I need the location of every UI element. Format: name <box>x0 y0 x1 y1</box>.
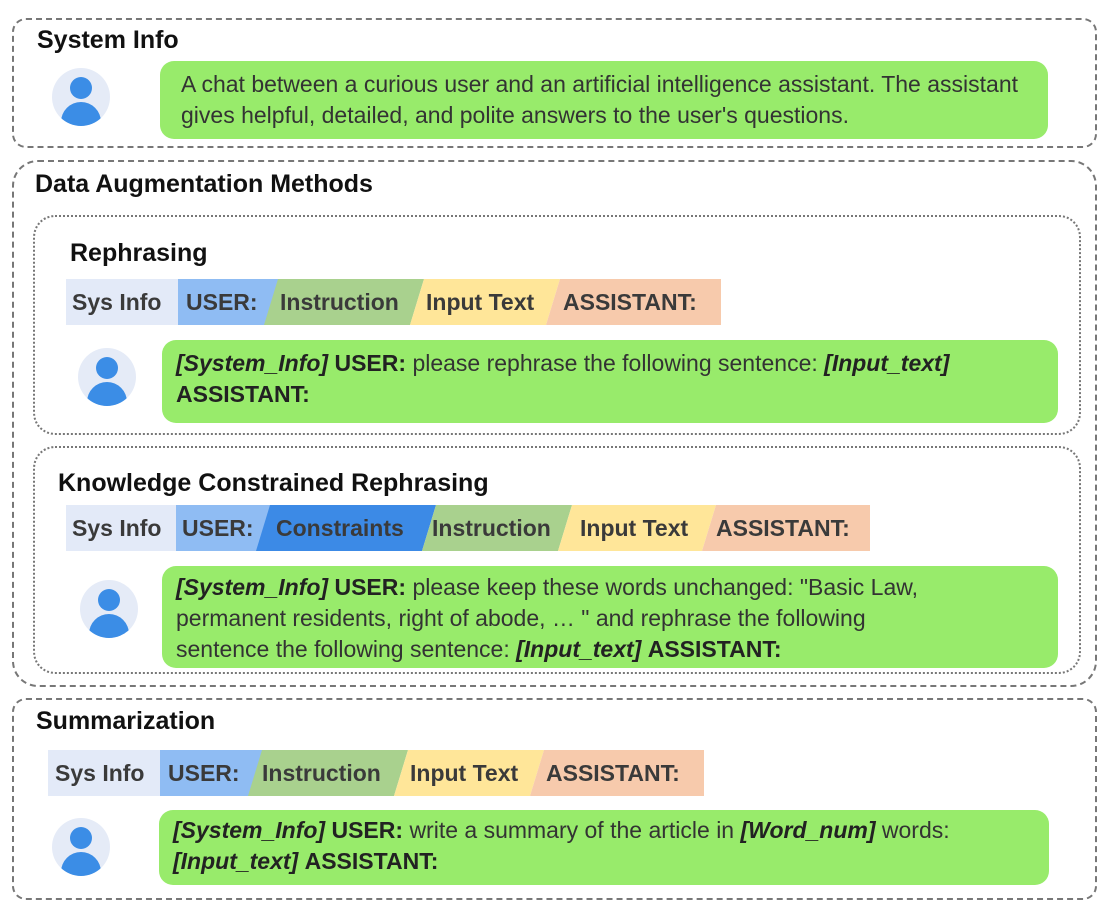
segment-sys-info: Sys Info <box>66 279 180 325</box>
knowledge-format-bar: Sys Info USER: Constraints Instruction I… <box>66 505 870 551</box>
summarization-panel <box>12 698 1097 900</box>
user-avatar-icon <box>52 818 110 876</box>
rephrasing-panel <box>33 215 1081 435</box>
augmentation-title: Data Augmentation Methods <box>35 170 373 198</box>
segment-input-text: Input Text <box>394 750 544 796</box>
segment-assistant: ASSISTANT: <box>530 750 704 796</box>
rephrasing-message: [System_Info] USER: please rephrase the … <box>162 340 1058 423</box>
system-info-text: A chat between a curious user and an art… <box>181 71 1018 128</box>
system-info-title: System Info <box>37 26 179 54</box>
user-avatar-icon <box>78 348 136 406</box>
segment-assistant: ASSISTANT: <box>546 279 721 325</box>
user-avatar-icon <box>80 580 138 638</box>
rephrasing-title: Rephrasing <box>70 239 208 267</box>
segment-instruction: Instruction <box>248 750 408 796</box>
segment-instruction: Instruction <box>422 505 572 551</box>
system-info-message: A chat between a curious user and an art… <box>160 61 1048 139</box>
segment-input-text: Input Text <box>558 505 716 551</box>
segment-sys-info: Sys Info <box>66 505 178 551</box>
summarization-message: [System_Info] USER: write a summary of t… <box>159 810 1049 885</box>
summarization-title: Summarization <box>36 707 216 735</box>
segment-instruction: Instruction <box>264 279 424 325</box>
rephrasing-format-bar: Sys Info USER: Instruction Input Text AS… <box>66 279 721 325</box>
summarization-format-bar: Sys Info USER: Instruction Input Text AS… <box>48 750 704 796</box>
segment-input-text: Input Text <box>410 279 560 325</box>
knowledge-rephrasing-message: [System_Info] USER: please keep these wo… <box>162 566 1058 668</box>
segment-assistant: ASSISTANT: <box>702 505 870 551</box>
system-info-panel <box>12 18 1097 148</box>
segment-constraints: Constraints <box>256 505 436 551</box>
segment-sys-info: Sys Info <box>48 750 162 796</box>
knowledge-rephrasing-title: Knowledge Constrained Rephrasing <box>58 469 489 497</box>
user-avatar-icon <box>52 68 110 126</box>
augmentation-panel <box>12 160 1097 687</box>
segment-user: USER: <box>176 505 276 551</box>
knowledge-rephrasing-panel <box>33 446 1081 674</box>
